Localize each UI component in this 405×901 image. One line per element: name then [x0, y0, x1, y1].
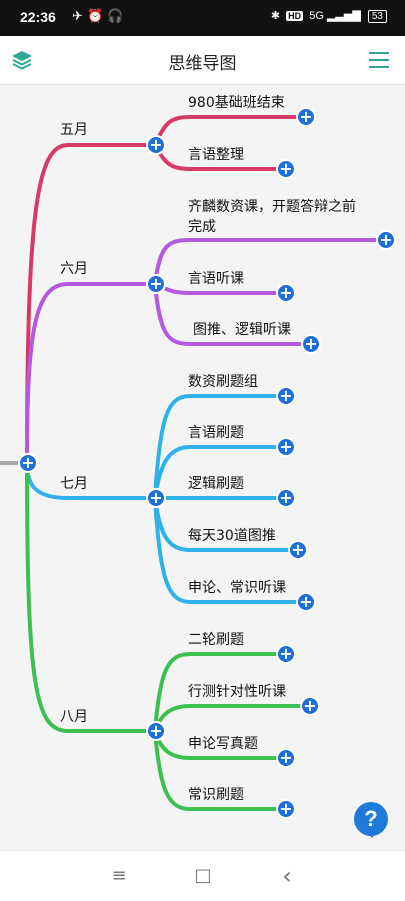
hd-badge: HD [286, 11, 304, 21]
expand-august-button[interactable]: + [146, 721, 166, 741]
branch-june [25, 282, 155, 464]
mindmap-connectors [0, 115, 385, 811]
expand-june-3-button[interactable]: + [301, 334, 321, 354]
back-button[interactable]: ‹ [282, 862, 292, 890]
signal-icon: ▂▃▅▇ [326, 10, 361, 22]
layers-button[interactable] [10, 48, 34, 72]
branch-may [25, 143, 155, 464]
expand-august-2-button[interactable]: + [300, 696, 320, 716]
node-june-3[interactable]: 图推、逻辑听课 [193, 322, 291, 338]
node-august-2[interactable]: 行测针对性听课 [188, 684, 286, 700]
link-june-3 [153, 283, 310, 346]
link-august-2 [153, 704, 309, 732]
node-may-2[interactable]: 言语整理 [188, 147, 244, 163]
status-bar: 22:36 ✈ ⏰ 🎧 ✱ HD 5G ▂▃▅▇ 53 [0, 0, 405, 36]
page-title: 思维导图 [168, 54, 237, 74]
expand-july-5-button[interactable]: + [296, 592, 316, 612]
node-july-1[interactable]: 数资刷题组 [188, 374, 258, 390]
link-july-1 [153, 394, 285, 499]
month-label-august[interactable]: 八月 [60, 709, 88, 725]
link-june-1 [153, 238, 385, 285]
expand-june-1-button[interactable]: + [376, 230, 396, 250]
status-icons: ✈ ⏰ 🎧 [72, 9, 124, 24]
node-may-1[interactable]: 980基础班结束 [188, 95, 285, 111]
expand-july-button[interactable]: + [146, 488, 166, 508]
help-bubble-tail [366, 830, 378, 838]
system-nav-bar: ≡ □ ‹ [0, 850, 405, 901]
expand-may-button[interactable]: + [146, 135, 166, 155]
expand-july-2-button[interactable]: + [276, 437, 296, 457]
bluetooth-icon: ✱ [270, 10, 281, 22]
node-june-2[interactable]: 言语听课 [188, 271, 244, 287]
node-june-1-line2[interactable]: 完成 [188, 219, 216, 235]
expand-august-4-button[interactable]: + [276, 799, 296, 819]
expand-july-4-button[interactable]: + [288, 540, 308, 560]
mindmap-canvas[interactable]: 五月 六月 七月 八月 980基础班结束 言语整理 齐麟数资课，开题答辩之前 完… [0, 85, 405, 850]
node-august-3[interactable]: 申论写真题 [188, 736, 258, 752]
status-time: 22:36 [20, 9, 56, 25]
expand-root-button[interactable]: + [18, 453, 38, 473]
branch-july [25, 462, 155, 500]
recent-apps-button[interactable]: ≡ [111, 865, 127, 886]
month-label-july[interactable]: 七月 [60, 476, 88, 492]
link-july-2 [153, 445, 285, 499]
node-august-1[interactable]: 二轮刷题 [188, 632, 244, 648]
month-label-june[interactable]: 六月 [60, 261, 88, 277]
status-right: ✱ HD 5G ▂▃▅▇ 53 [271, 9, 387, 23]
expand-august-1-button[interactable]: + [276, 644, 296, 664]
link-july-5 [153, 497, 305, 604]
menu-icon [369, 52, 389, 68]
expand-july-1-button[interactable]: + [276, 386, 296, 406]
expand-may-1-button[interactable]: + [296, 107, 316, 127]
battery-indicator: 53 [367, 10, 387, 23]
menu-button[interactable] [367, 48, 391, 72]
link-august-4 [153, 730, 285, 811]
app-header: 思维导图 [0, 36, 405, 85]
node-july-2[interactable]: 言语刷题 [188, 425, 244, 441]
branch-august [25, 462, 155, 733]
home-button[interactable]: □ [194, 865, 212, 886]
node-july-4[interactable]: 每天30道图推 [188, 528, 276, 544]
expand-august-3-button[interactable]: + [276, 748, 296, 768]
node-august-4[interactable]: 常识刷题 [188, 787, 244, 803]
layers-icon [12, 51, 32, 70]
node-june-1-line1[interactable]: 齐麟数资课，开题答辩之前 [188, 199, 356, 215]
expand-june-2-button[interactable]: + [276, 283, 296, 303]
network-label: 5G [309, 10, 324, 22]
node-july-3[interactable]: 逻辑刷题 [188, 476, 244, 492]
node-july-5[interactable]: 申论、常识听课 [188, 580, 286, 596]
link-may-1 [153, 115, 305, 146]
expand-july-3-button[interactable]: + [276, 488, 296, 508]
expand-june-button[interactable]: + [146, 274, 166, 294]
month-label-may[interactable]: 五月 [60, 122, 88, 138]
expand-may-2-button[interactable]: + [276, 159, 296, 179]
link-august-1 [153, 652, 285, 732]
